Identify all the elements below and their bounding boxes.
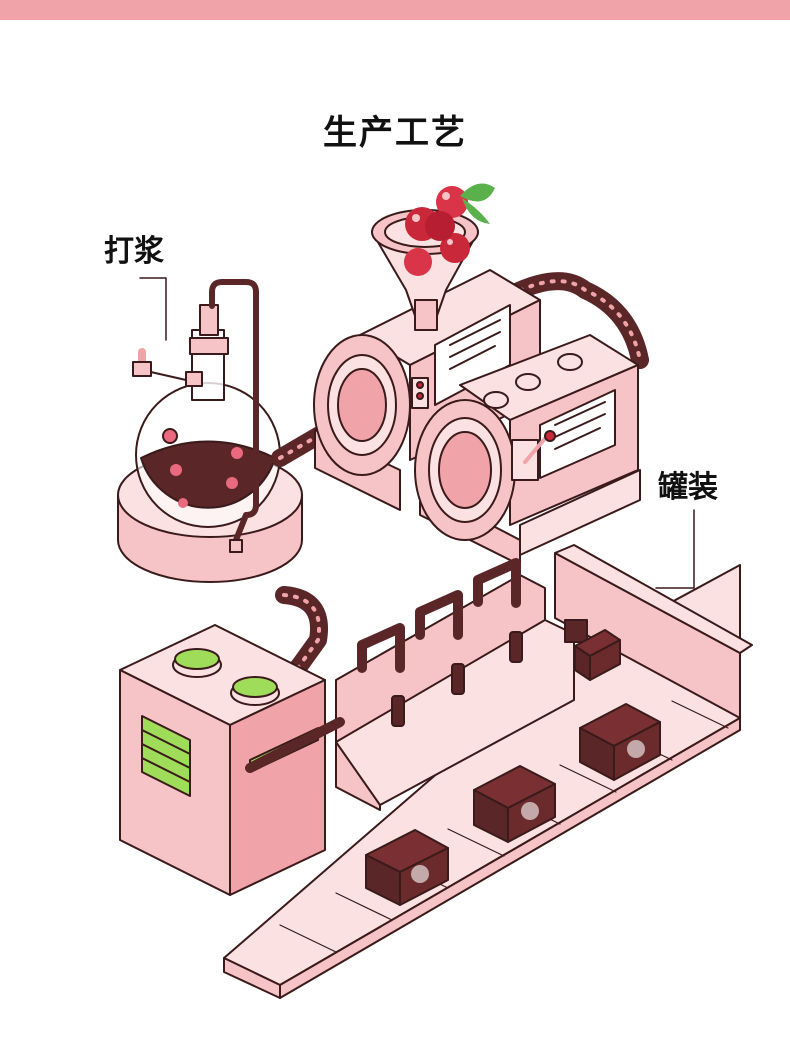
canning-leader-line bbox=[655, 509, 695, 589]
canning-label: 罐装 bbox=[658, 470, 718, 505]
product-box bbox=[579, 703, 661, 781]
product-box bbox=[574, 629, 621, 681]
blend-label: 打浆 bbox=[104, 234, 164, 269]
leaf-icon bbox=[460, 183, 495, 224]
cranberry-icon bbox=[404, 186, 470, 276]
page-title: 生产工艺 bbox=[323, 113, 467, 153]
grinder-front bbox=[414, 334, 641, 566]
top-bar bbox=[0, 0, 790, 20]
filling-machine bbox=[335, 558, 588, 811]
product-box bbox=[473, 765, 556, 843]
blending-flask bbox=[117, 279, 303, 583]
packing-unit bbox=[119, 624, 345, 896]
product-box bbox=[365, 829, 449, 906]
blend-leader-line bbox=[139, 277, 167, 341]
